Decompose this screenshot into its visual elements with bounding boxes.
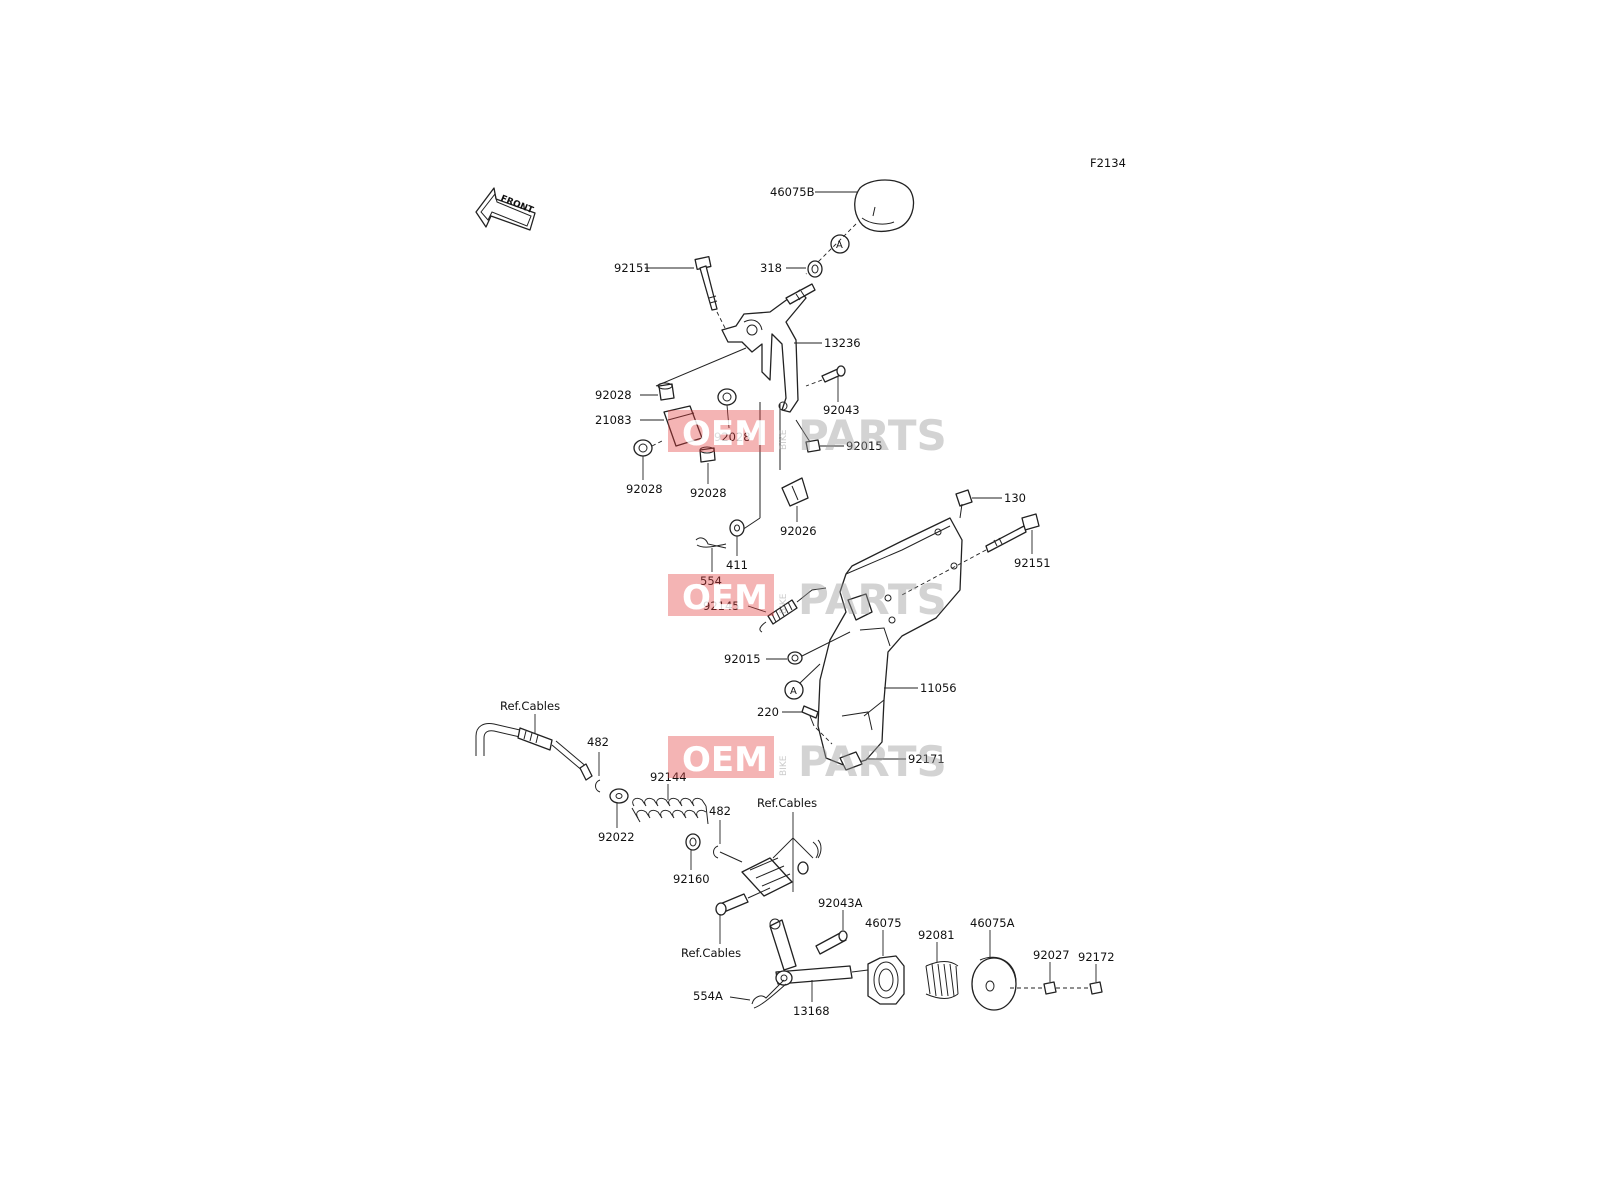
label-92081: 92081 — [918, 928, 955, 942]
figure-code: F2134 — [1090, 156, 1126, 170]
ref-marker-a-top: A — [830, 234, 850, 254]
svg-text:BIKE: BIKE — [779, 593, 789, 614]
footrest-46075 — [851, 955, 905, 1005]
pin-92043 — [805, 365, 846, 387]
label-92043A: 92043A — [818, 896, 863, 910]
svg-text:BIKE: BIKE — [779, 429, 789, 450]
label-92171: 92171 — [908, 752, 945, 766]
label-318: 318 — [760, 261, 782, 275]
collar-92028-d — [699, 446, 716, 463]
clip-92026 — [781, 477, 809, 507]
cable-left — [475, 723, 593, 781]
label-130: 130 — [1004, 491, 1026, 505]
label-ref-cables-2: Ref.Cables — [757, 796, 817, 810]
svg-text:OEM: OEM — [682, 740, 768, 780]
pin-92043A — [815, 930, 848, 955]
label-411: 411 — [726, 558, 748, 572]
label-92145: 92145 — [703, 599, 740, 613]
watermark-1: OEM BIKE PARTS — [668, 410, 947, 460]
label-ref-cables-3: Ref.Cables — [681, 946, 741, 960]
label-92027: 92027 — [1033, 948, 1070, 962]
label-92151-mid: 92151 — [1014, 556, 1051, 570]
front-arrow-icon: FRONT — [475, 187, 536, 231]
screw-220 — [801, 705, 833, 745]
label-21083: 21083 — [595, 413, 632, 427]
nut-318 — [807, 260, 823, 278]
pivot-21083 — [663, 405, 703, 447]
label-92022: 92022 — [598, 830, 635, 844]
label-92028-c: 92028 — [626, 482, 663, 496]
label-11056: 11056 — [920, 681, 957, 695]
cable-adjuster — [741, 857, 793, 897]
cotter-pin-554A — [751, 979, 787, 1009]
svg-text:PARTS: PARTS — [798, 575, 947, 624]
svg-text:A: A — [790, 686, 797, 697]
label-92026: 92026 — [780, 524, 817, 538]
knob-46075B — [854, 179, 915, 233]
watermark-3: OEM BIKE PARTS — [668, 736, 947, 786]
label-554: 554 — [700, 574, 722, 588]
cotter-pin-554 — [695, 537, 727, 549]
label-92172: 92172 — [1078, 950, 1115, 964]
label-92151-top: 92151 — [614, 261, 651, 275]
label-46075: 46075 — [865, 916, 902, 930]
bracket-11056 — [817, 517, 963, 771]
shift-lever-13236 — [721, 283, 816, 413]
label-220: 220 — [757, 705, 779, 719]
svg-text:OEM: OEM — [682, 414, 768, 454]
label-ref-cables-1: Ref.Cables — [500, 699, 560, 713]
label-482-b: 482 — [709, 804, 731, 818]
bolt-92151-mid — [899, 513, 1040, 597]
svg-text:BIKE: BIKE — [779, 755, 789, 776]
collar-92028-c — [633, 439, 665, 457]
cotter-pin-right — [812, 839, 822, 859]
collar-92160 — [685, 833, 701, 851]
label-92028-a: 92028 — [595, 388, 632, 402]
rubber-46075A — [971, 956, 1017, 1011]
label-92043: 92043 — [823, 403, 860, 417]
circlip-482-b — [713, 845, 743, 863]
washer-411 — [729, 519, 745, 537]
clevis-pin-ref — [715, 887, 771, 916]
screw-92172 — [1056, 981, 1103, 995]
label-13236: 13236 — [824, 336, 861, 350]
collar-92028-b — [717, 388, 737, 406]
label-92015-mid: 92015 — [724, 652, 761, 666]
washer-92022 — [609, 788, 629, 804]
collar-92027 — [1010, 981, 1057, 995]
spring-92144 — [631, 797, 709, 825]
spring-92145 — [759, 587, 827, 633]
label-92160: 92160 — [673, 872, 710, 886]
label-92028-b: 92028 — [714, 430, 751, 444]
nut-92015-top — [805, 439, 821, 453]
spring-92081 — [925, 961, 959, 999]
label-46075A: 46075A — [970, 916, 1015, 930]
label-482-a: 482 — [587, 735, 609, 749]
svg-text:A: A — [836, 240, 843, 251]
bolt-92151-top — [694, 256, 718, 311]
watermark-2: OEM BIKE PARTS — [668, 574, 947, 624]
washer-small-right — [797, 861, 809, 875]
circlip-482-a — [595, 779, 601, 793]
label-554A: 554A — [693, 989, 723, 1003]
label-46075B: 46075B — [770, 185, 815, 199]
collar-92028-a — [657, 382, 675, 401]
label-92015-top: 92015 — [846, 439, 883, 453]
nut-92015-mid — [787, 631, 851, 665]
bolt-130 — [955, 489, 973, 519]
pedal-arm-13168 — [769, 918, 853, 986]
svg-text:OEM: OEM — [682, 578, 768, 618]
label-92144: 92144 — [650, 770, 687, 784]
label-92028-d: 92028 — [690, 486, 727, 500]
label-13168: 13168 — [793, 1004, 830, 1018]
svg-text:PARTS: PARTS — [798, 737, 947, 786]
svg-text:PARTS: PARTS — [798, 411, 947, 460]
ref-marker-a-mid: A — [784, 663, 821, 700]
